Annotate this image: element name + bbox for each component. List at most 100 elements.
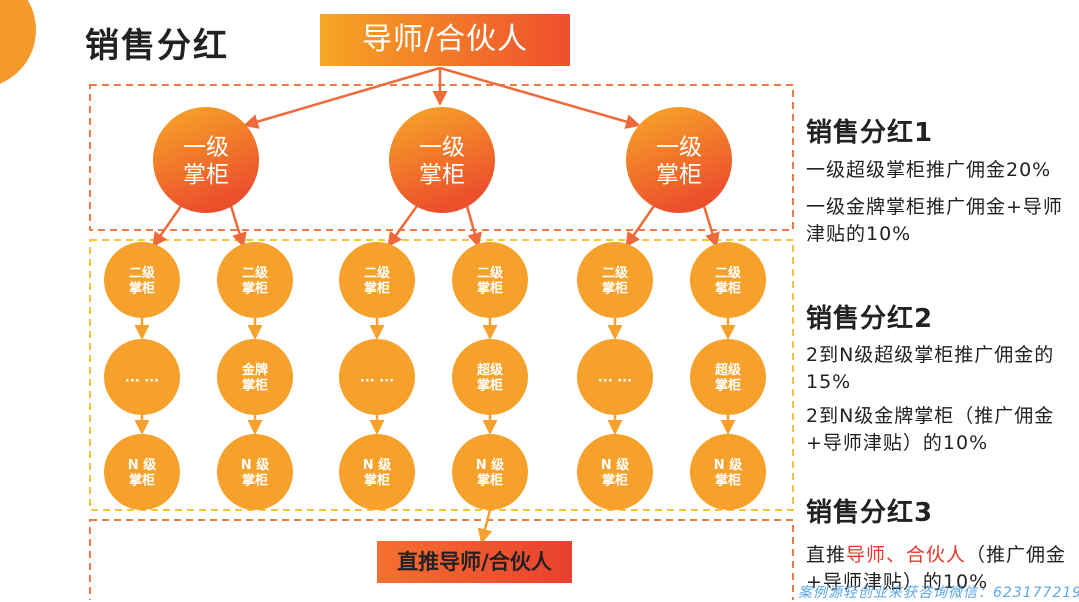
middle-node-2-circle — [217, 339, 293, 415]
edge-top-to-l1-3 — [439, 66, 641, 129]
level2-node-5-label-0: 二级 — [602, 265, 629, 281]
direct-mentor-partner-node: 直推导师/合伙人 — [377, 541, 572, 583]
level2-node-6-label-0: 二级 — [715, 265, 742, 281]
middle-node-1-label-0: ... ... — [125, 371, 159, 386]
level1-node-1-label-1: 掌柜 — [183, 162, 229, 188]
level2-node-3-label-1: 掌柜 — [364, 280, 390, 296]
middle-node-4-label-1: 掌柜 — [477, 377, 503, 393]
level2-node-5-circle — [577, 242, 653, 318]
level1-node-1-label-0: 一级 — [183, 134, 229, 160]
leveln-node-4: N 级掌柜 — [452, 434, 528, 510]
edge-to-direct-node — [477, 509, 493, 544]
middle-node-1: ... ... — [104, 339, 180, 415]
corner-decoration — [0, 0, 36, 84]
leveln-node-1-label-0: N 级 — [128, 457, 157, 473]
leveln-node-4-label-1: 掌柜 — [477, 472, 503, 488]
leveln-node-1: N 级掌柜 — [104, 434, 180, 510]
mentor-partner-node: 导师/合伙人 — [320, 14, 570, 66]
edge-l1-to-l2-3 — [387, 205, 419, 248]
level2-node-2-circle — [217, 242, 293, 318]
level2-node-3-label-0: 二级 — [364, 265, 391, 281]
middle-node-6-label-0: 超级 — [715, 362, 742, 378]
section-3-prefix: 直推 — [806, 544, 847, 566]
section-2-line-2: 2到N级金牌掌柜（推广佣金+导师津贴）的10% — [806, 405, 1055, 454]
leveln-node-1-label-1: 掌柜 — [129, 472, 155, 488]
edge-top-to-l1-1 — [243, 66, 441, 129]
middle-node-6-label-1: 掌柜 — [715, 377, 741, 393]
section-3-title: 销售分红3 — [806, 498, 934, 528]
edge-l1-to-l2-5 — [625, 205, 656, 248]
section-1-title: 销售分红1 — [806, 118, 934, 148]
edge-l1-to-l2-2 — [229, 205, 247, 248]
direct-group-box — [89, 519, 794, 600]
level2-node-1-label-0: 二级 — [129, 265, 156, 281]
middle-node-4-label-0: 超级 — [477, 362, 504, 378]
leveln-node-2-circle — [217, 434, 293, 510]
level2-node-2-label-1: 掌柜 — [242, 280, 268, 296]
section-2-title: 销售分红2 — [806, 304, 934, 334]
leveln-node-6-label-0: N 级 — [714, 457, 743, 473]
leveln-node-6: N 级掌柜 — [690, 434, 766, 510]
leveln-node-1-circle — [104, 434, 180, 510]
leveln-node-3: N 级掌柜 — [339, 434, 415, 510]
page-title: 销售分红 — [85, 26, 229, 66]
middle-node-2-label-1: 掌柜 — [242, 377, 268, 393]
level2-node-3-circle — [339, 242, 415, 318]
level2-node-1-circle — [104, 242, 180, 318]
level1-node-3-label-1: 掌柜 — [656, 162, 702, 188]
level1-node-2-label-0: 一级 — [419, 134, 465, 160]
middle-node-2: 金牌掌柜 — [217, 339, 293, 415]
section-2-line-1: 2到N级超级掌柜推广佣金的15% — [806, 344, 1055, 393]
middle-node-3-label-0: ... ... — [360, 371, 394, 386]
middle-node-4-circle — [452, 339, 528, 415]
middle-node-3: ... ... — [339, 339, 415, 415]
leveln-node-5: N 级掌柜 — [577, 434, 653, 510]
section-3-suffix: （推广佣金+导师津贴）的10% — [806, 544, 1067, 593]
level2-node-4-circle — [452, 242, 528, 318]
middle-node-5-circle — [577, 339, 653, 415]
section-3-highlight: 导师、合伙人 — [846, 544, 967, 566]
middle-node-4: 超级掌柜 — [452, 339, 528, 415]
leveln-node-3-circle — [339, 434, 415, 510]
leveln-node-3-label-0: N 级 — [363, 457, 392, 473]
level2-node-4-label-0: 二级 — [477, 265, 504, 281]
leveln-node-5-label-0: N 级 — [601, 457, 630, 473]
level2-node-6-label-1: 掌柜 — [715, 280, 741, 296]
level1-node-3-circle — [626, 107, 732, 213]
leveln-node-2-label-0: N 级 — [241, 457, 270, 473]
leveln-node-4-circle — [452, 434, 528, 510]
level2-node-1-label-1: 掌柜 — [129, 280, 155, 296]
level1-node-1-circle — [153, 107, 259, 213]
level1-group-box — [89, 84, 794, 231]
section-1-line-1: 一级超级掌柜推广佣金20% — [806, 159, 1052, 181]
middle-node-6-circle — [690, 339, 766, 415]
level2-group-box — [89, 239, 794, 511]
middle-node-5: ... ... — [577, 339, 653, 415]
leveln-node-2-label-1: 掌柜 — [242, 472, 268, 488]
leveln-node-5-circle — [577, 434, 653, 510]
middle-node-5-label-0: ... ... — [598, 371, 632, 386]
middle-node-3-circle — [339, 339, 415, 415]
level1-node-2-label-1: 掌柜 — [419, 162, 465, 188]
level1-node-3-label-0: 一级 — [656, 134, 702, 160]
edge-l1-to-l2-1 — [152, 205, 183, 248]
level2-node-2-label-0: 二级 — [242, 265, 269, 281]
leveln-node-2: N 级掌柜 — [217, 434, 293, 510]
middle-node-2-label-0: 金牌 — [241, 362, 268, 378]
section-3-line: 直推导师、合伙人（推广佣金+导师津贴）的10% — [806, 542, 1074, 596]
level2-node-4-label-1: 掌柜 — [477, 280, 503, 296]
level2-node-6-circle — [690, 242, 766, 318]
middle-node-6: 超级掌柜 — [690, 339, 766, 415]
leveln-node-3-label-1: 掌柜 — [364, 472, 390, 488]
edge-l1-to-l2-4 — [465, 205, 482, 248]
